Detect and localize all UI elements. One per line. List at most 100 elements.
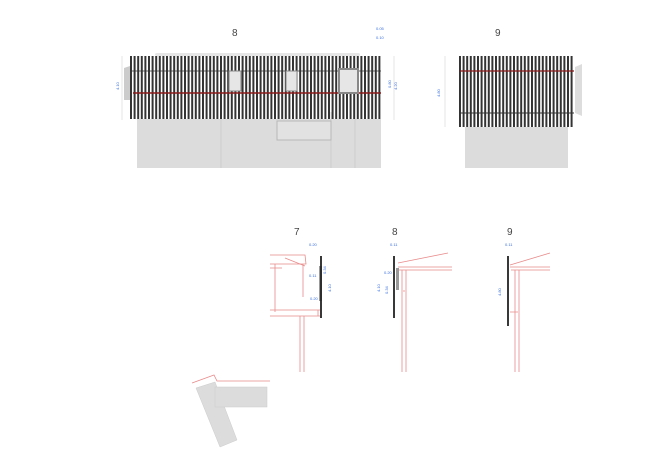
section-9: 9 0.11 4.80 xyxy=(497,227,551,372)
fence-slat xyxy=(266,56,269,119)
fence-slat xyxy=(502,56,505,127)
fence-slat xyxy=(523,56,526,127)
elevation-9: 9 4.80 xyxy=(436,28,582,168)
fence-slat xyxy=(166,56,168,119)
building-wall xyxy=(137,119,381,168)
dimension: 0.11 xyxy=(390,242,398,247)
fence-slat xyxy=(155,56,158,119)
fence-slat xyxy=(495,56,497,127)
fence-slat xyxy=(245,56,248,119)
fence-slat xyxy=(194,56,197,119)
dimension: 4.10 xyxy=(327,283,332,292)
dimension: 0.20 xyxy=(309,242,318,247)
fence-slat xyxy=(151,56,154,119)
elevation-8: 8 0.05 0.10 4.10 0.80 4.20 xyxy=(115,26,398,168)
section-label: 9 xyxy=(507,227,513,238)
dimension: 0.34 xyxy=(322,265,327,274)
section-label: 8 xyxy=(392,227,398,238)
fence-slat xyxy=(520,56,523,127)
site-plan-key xyxy=(191,374,270,448)
fence-slat xyxy=(216,56,219,119)
fence-slat xyxy=(198,56,201,119)
fence-slat xyxy=(256,56,258,119)
fence-slat xyxy=(209,56,212,119)
fence-slat xyxy=(140,56,143,119)
fence-slat xyxy=(310,56,312,119)
fence-slat xyxy=(187,56,190,119)
fence-slat xyxy=(559,56,562,127)
fence-slat xyxy=(130,56,132,119)
fence-slat xyxy=(223,56,226,119)
fence-slat xyxy=(158,56,161,119)
dimension: 0.11 xyxy=(309,273,317,278)
window xyxy=(338,68,359,94)
fence-slat xyxy=(227,56,230,119)
fence-slat xyxy=(270,56,273,119)
fence-slat xyxy=(541,56,544,127)
fence-slat xyxy=(477,56,479,127)
fence-slat xyxy=(220,56,222,119)
fence-slat xyxy=(527,56,530,127)
fence-slat xyxy=(248,56,251,119)
fence-slat xyxy=(563,56,566,127)
dimension: 4.10 xyxy=(115,81,120,90)
fence-slat xyxy=(191,56,194,119)
fence-slat xyxy=(480,56,483,127)
fence-slat xyxy=(331,56,334,119)
dimension: 0.10 xyxy=(376,35,385,40)
dimension: 4.10 xyxy=(376,283,381,292)
fence-slats xyxy=(459,56,573,127)
fence-slat xyxy=(531,56,533,127)
fence-slat xyxy=(328,56,330,119)
fence-slat xyxy=(556,56,559,127)
fence-slat xyxy=(360,56,363,119)
dimension: 0.34 xyxy=(384,285,389,294)
fence-slat xyxy=(538,56,541,127)
window xyxy=(276,120,332,141)
fence-slat xyxy=(509,56,512,127)
fence-slat xyxy=(473,56,476,127)
fence-slat xyxy=(552,56,555,127)
fence-slat xyxy=(459,56,461,127)
fence-slat xyxy=(259,56,262,119)
fence-slat xyxy=(184,56,186,119)
dimension: 4.20 xyxy=(393,81,398,90)
fence-slat xyxy=(462,56,465,127)
fence-slat xyxy=(241,56,244,119)
fence-slat xyxy=(534,56,537,127)
dimension: 4.80 xyxy=(497,287,502,296)
fence-slat xyxy=(505,56,508,127)
dimension: 4.80 xyxy=(436,88,441,97)
building-wall xyxy=(465,127,568,168)
dimension: 0.05 xyxy=(376,26,385,31)
window xyxy=(285,70,298,92)
section-7: 7 0.20 0.11 0.34 0.20 4.10 xyxy=(270,227,332,372)
fence-slat xyxy=(299,56,302,119)
fence-slat xyxy=(320,56,323,119)
section-8: 8 0.11 0.20 0.34 4.10 xyxy=(376,227,452,372)
fence-slat xyxy=(549,56,551,127)
fence-slat xyxy=(313,56,316,119)
fence-slat xyxy=(148,56,150,119)
fence-slat xyxy=(212,56,215,119)
fence-slat xyxy=(570,56,573,127)
gutter-end xyxy=(124,66,130,100)
fence-slat xyxy=(335,56,338,119)
fence-slat xyxy=(545,56,548,127)
fence-slat xyxy=(281,56,284,119)
dimension: 0.80 xyxy=(387,79,392,88)
section-label: 7 xyxy=(294,227,300,238)
fence-slat xyxy=(173,56,176,119)
fence-slat xyxy=(466,56,469,127)
fence-slat xyxy=(162,56,165,119)
fence-slat xyxy=(263,56,266,119)
fence-slat xyxy=(252,56,255,119)
fence-slat xyxy=(469,56,472,127)
elevation-label: 8 xyxy=(232,28,238,39)
dimension: 0.20 xyxy=(384,270,393,275)
fence-slat xyxy=(374,56,377,119)
fence-slat xyxy=(513,56,515,127)
elevation-label: 9 xyxy=(495,28,501,39)
fence-slat xyxy=(176,56,179,119)
